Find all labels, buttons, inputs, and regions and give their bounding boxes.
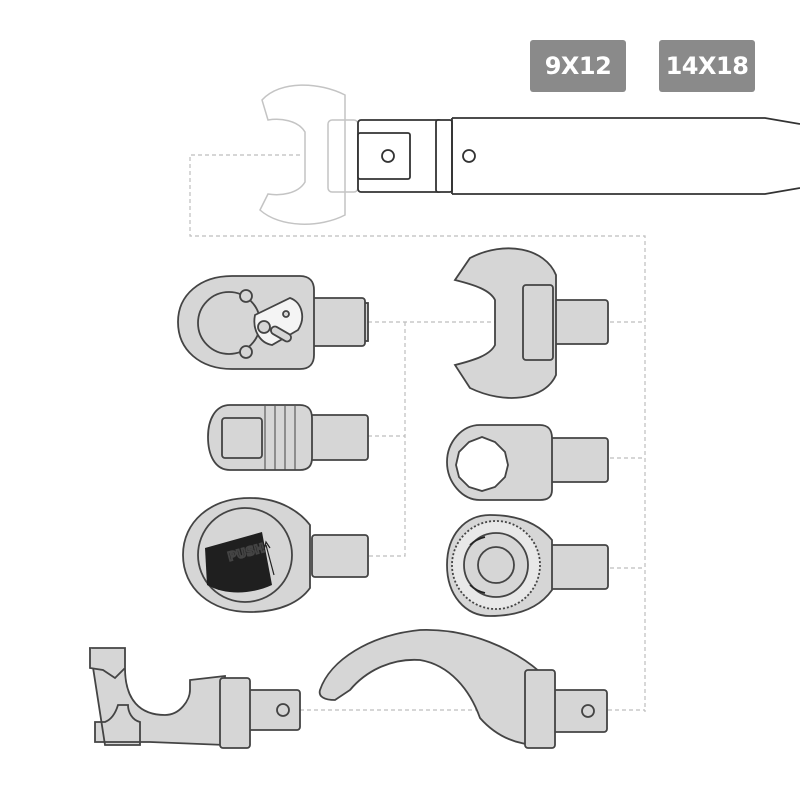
ratchet-insert-icon[interactable] (177, 275, 369, 370)
push-ratchet-insert-icon[interactable]: PUSH (182, 497, 369, 613)
ghost-open-end-icon (259, 84, 359, 225)
square-drive-insert-icon[interactable] (207, 404, 369, 471)
gear-ratchet-insert-icon[interactable] (446, 514, 609, 617)
open-end-insert-icon[interactable] (453, 247, 609, 399)
hook-spanner-insert-icon[interactable] (318, 629, 608, 749)
torque-wrench-handle-icon (357, 117, 800, 195)
size-badge-9x12[interactable]: 9X12 (530, 40, 626, 92)
ring-insert-icon[interactable] (446, 424, 609, 501)
pin-spanner-insert-icon[interactable] (88, 647, 301, 749)
size-badge-14x18[interactable]: 14X18 (659, 40, 755, 92)
